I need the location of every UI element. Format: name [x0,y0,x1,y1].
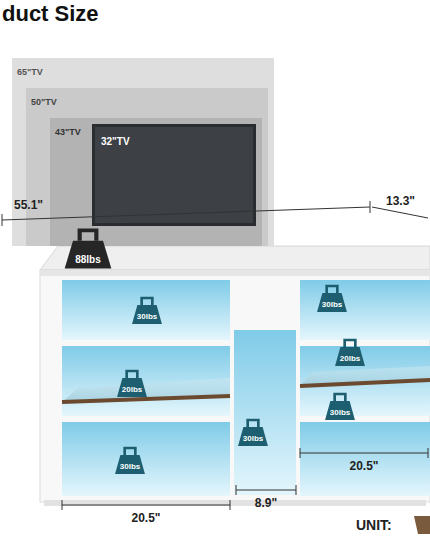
drawing-line [300,453,428,454]
drawing-rect [234,330,296,495]
drawing-line [300,380,430,386]
dimension-label: 55.1" [14,198,43,212]
drawing-rect [300,346,430,416]
weight-icon: 30lbs [114,445,146,475]
weight-icon: 88lbs [63,226,113,270]
tv-screen: 32"TV [92,124,256,226]
weight-body [325,401,355,420]
weight-icon: 30lbs [131,295,163,325]
drawing-g [62,448,428,510]
tv-size-label: 32"TV [101,136,130,147]
weight-body [335,347,365,366]
drawing-line [296,485,297,495]
tv-size-box: 50"TV 43"TV 32"TV [26,88,268,246]
drawing-line [300,448,301,458]
tv-size-label: 65"TV [17,67,43,77]
weight-body [132,305,162,324]
weight-label: 20lbs [122,385,142,394]
dimension-label: 20.5" [131,511,160,525]
tv-size-label: 43"TV [55,127,81,137]
weight-handle [127,371,138,378]
drawing-line [372,207,428,218]
weight-handle [142,298,153,305]
drawing-rect [62,346,230,416]
drawing-path [414,516,430,534]
drawing-rect [44,500,426,506]
weight-body [238,427,268,446]
title: duct Size [2,1,99,27]
weight-icon: 30lbs [237,417,269,447]
tv-size-box: 43"TV 32"TV [50,118,262,246]
drawing-line [62,500,63,510]
weight-icon: 30lbs [324,391,356,421]
weight-handle [345,340,356,347]
weight-body [115,455,145,474]
weight-label: 20lbs [340,354,360,363]
weight-handle [248,420,259,427]
dimension-label: 13.3" [386,194,415,208]
drawing-rect [40,270,430,502]
drawing-line [230,500,231,510]
weight-label: 30lbs [322,300,342,309]
weight-label: 88lbs [75,254,101,265]
weight-handle [125,448,136,455]
drawing-rect [40,270,430,276]
weight-icon: 30lbs [316,283,348,313]
weight-handle [327,286,338,293]
drawing-line [236,490,296,491]
dimension-label: 8.9" [255,496,277,510]
drawing-rect [300,422,430,496]
weight-label: 30lbs [120,462,140,471]
weight-body [65,241,112,269]
dimension-label: 20.5" [349,459,378,473]
drawing-line [236,485,237,495]
drawing-rect [62,422,230,496]
drawing-rect [300,280,430,340]
weight-icon: 20lbs [116,368,148,398]
drawing-polygon [62,378,230,402]
weight-body [317,293,347,312]
drawing-polygon [300,366,430,386]
unit-label: UNIT: [356,517,392,533]
drawing-line [428,448,429,458]
weight-label: 30lbs [243,434,263,443]
drawing-line [370,201,371,213]
weight-handle [335,394,346,401]
weight-label: 30lbs [137,312,157,321]
drawing-line [2,214,3,226]
drawing-line [62,505,230,506]
tv-size-box: 65"TV 50"TV 43"TV 32"TV [12,58,274,246]
weight-icon: 20lbs [334,337,366,367]
tv-size-label: 50"TV [31,97,57,107]
weight-handle [80,230,97,240]
weight-body [117,378,147,397]
weight-label: 30lbs [330,408,350,417]
drawing-rect [62,280,230,340]
